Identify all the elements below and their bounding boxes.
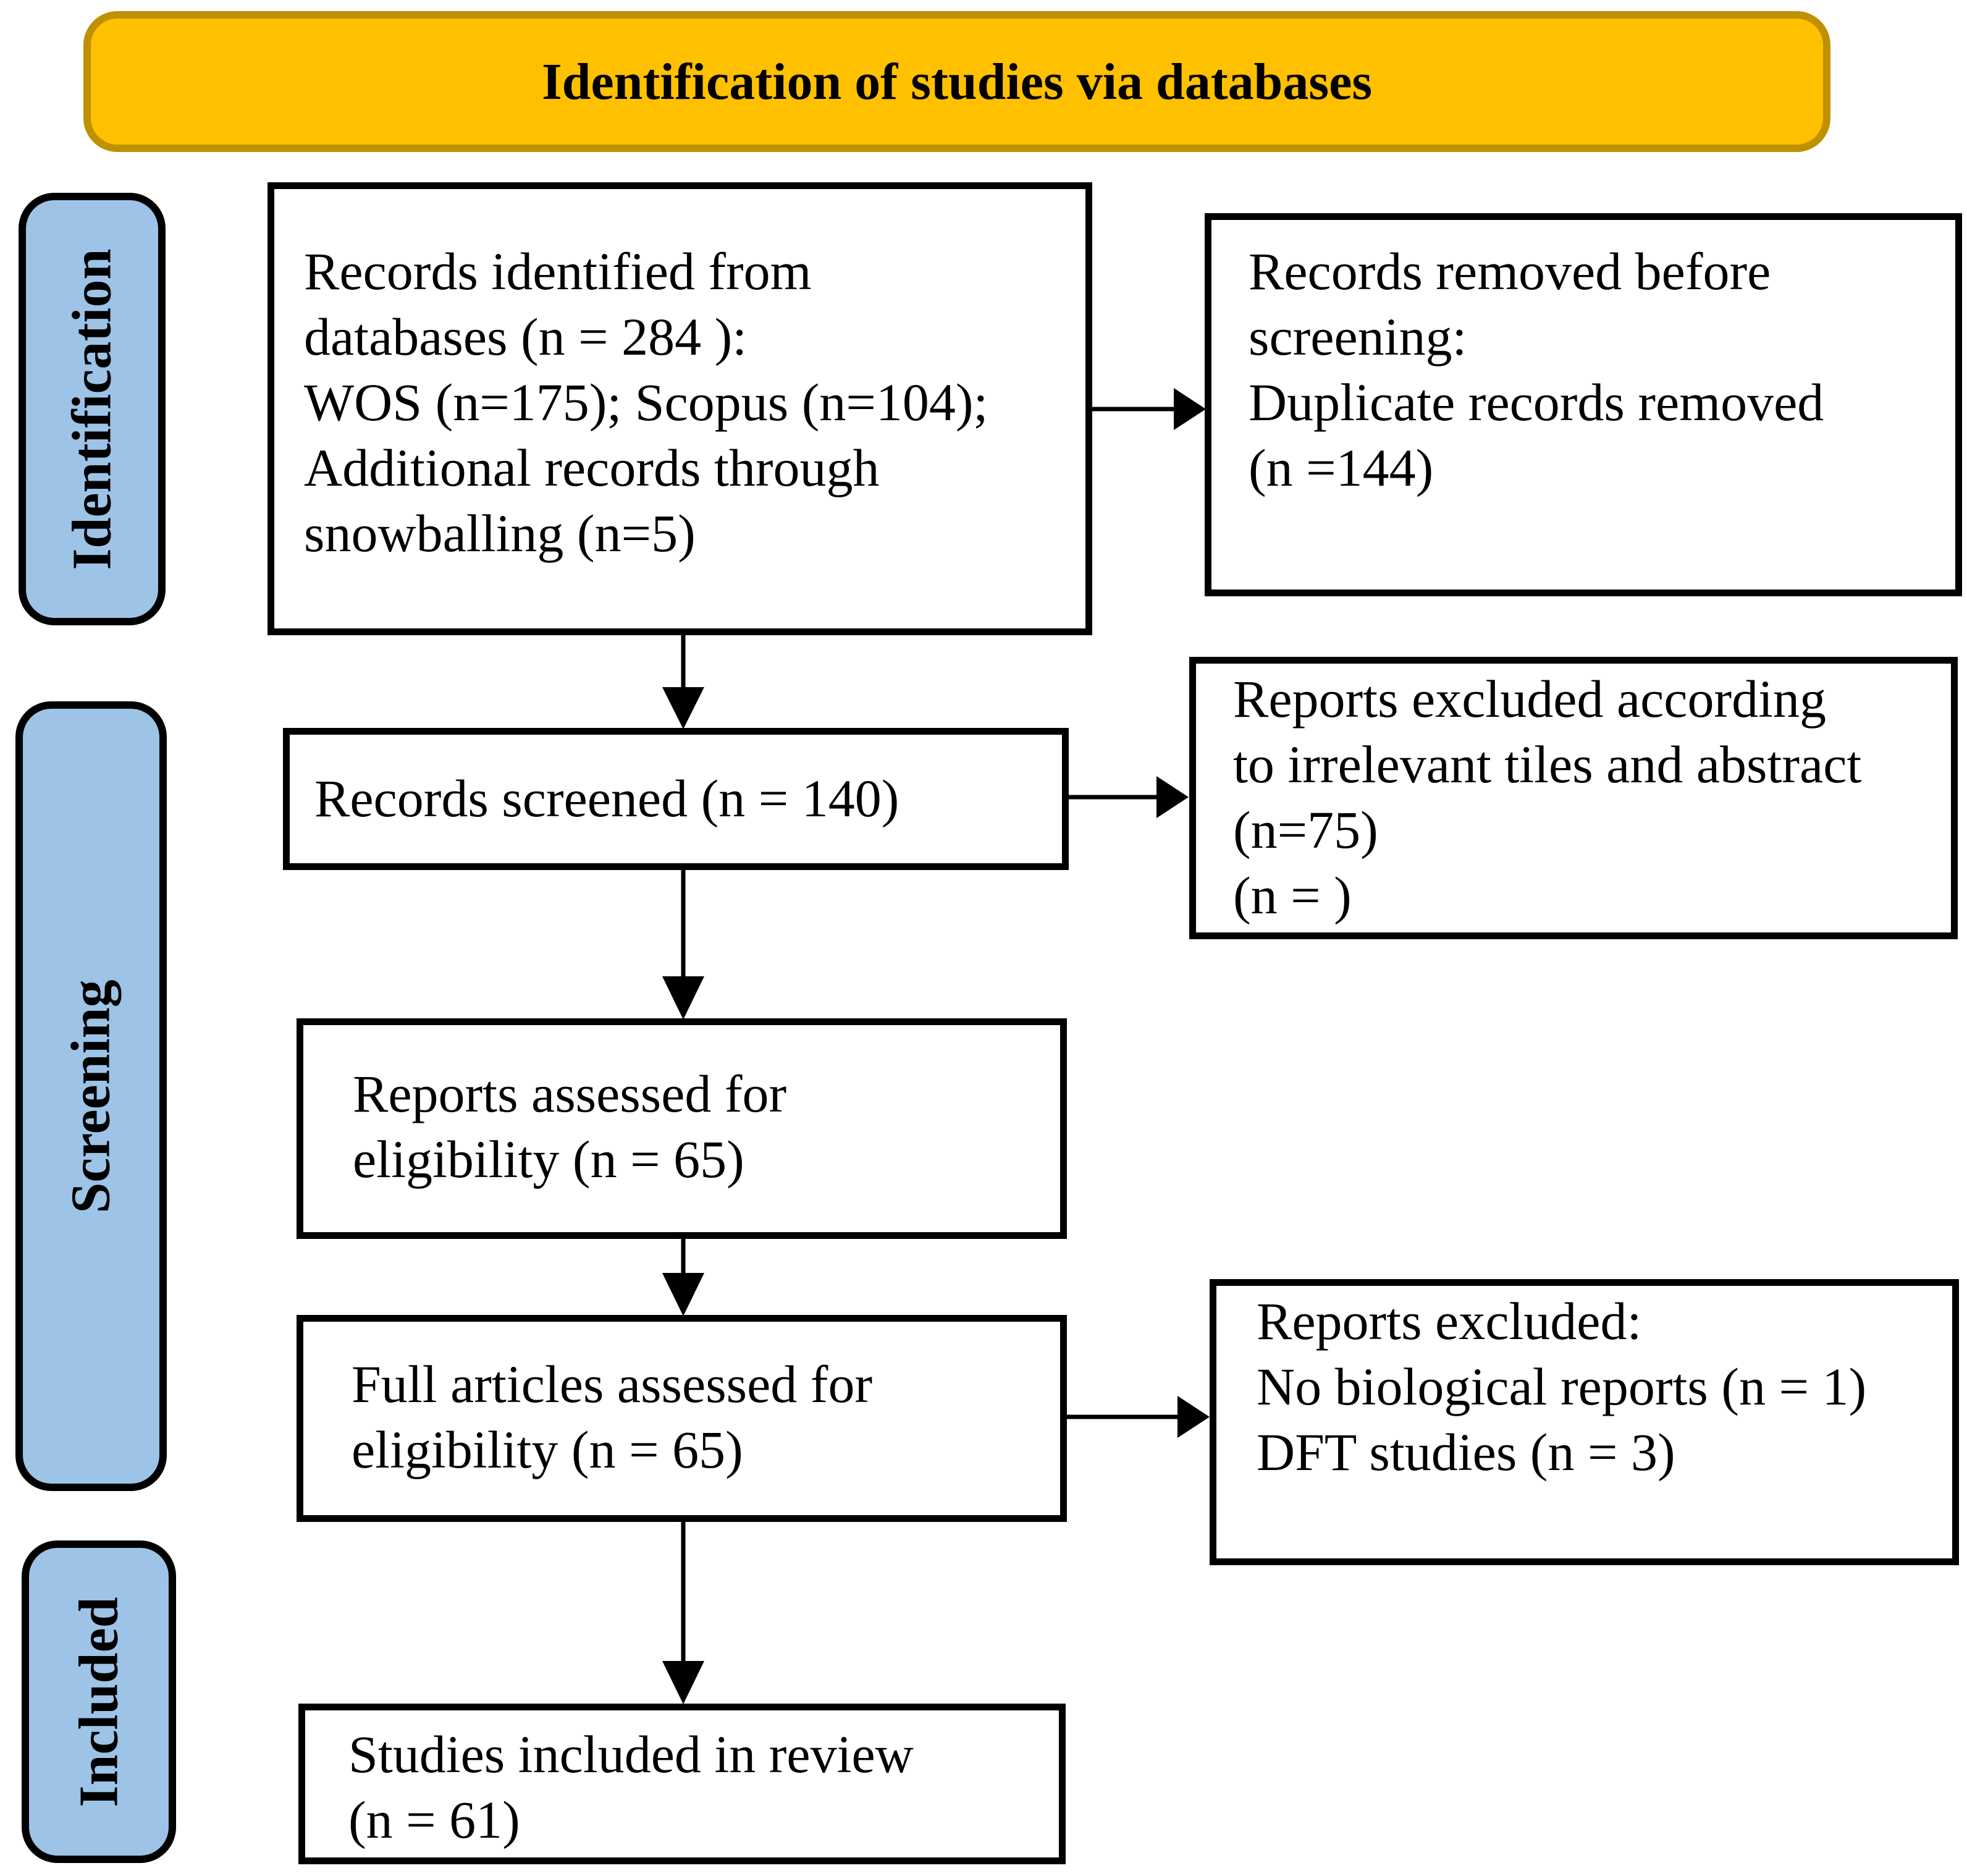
studies-included-line-1: Studies included in review: [348, 1725, 914, 1784]
records-identified-box: Records identified from databases (n = 2…: [267, 182, 1092, 635]
records-removed-line-3: Duplicate records removed: [1249, 373, 1824, 432]
records-screened-box: Records screened (n = 140): [283, 728, 1069, 870]
studies-included-box: Studies included in review (n = 61): [298, 1704, 1066, 1864]
stage-label-included-text: Included: [68, 1596, 130, 1807]
arrow-fullarticles-to-excluded: [1067, 1396, 1210, 1438]
reports-assessed-line-1: Reports assessed for: [353, 1064, 787, 1123]
records-identified-line-4: Additional records through: [304, 438, 880, 497]
studies-included-line-2: (n = 61): [348, 1790, 520, 1849]
stage-label-screening-text: Screening: [61, 979, 122, 1214]
banner-title-box: Identification of studies via databases: [83, 11, 1830, 152]
records-screened-line-1: Records screened (n = 140): [314, 769, 899, 828]
reports-excluded-final-box: Reports excluded: No biological reports …: [1210, 1279, 1959, 1565]
arrow-identified-to-screened: [662, 635, 704, 729]
full-articles-line-1: Full articles assessed for: [352, 1354, 873, 1414]
arrow-screened-to-excluded: [1069, 776, 1189, 818]
records-identified-line-2: databases (n = 284 ):: [304, 307, 748, 366]
reports-excluded-titles-line-3: (n=75): [1233, 800, 1378, 860]
full-articles-line-2: eligibility (n = 65): [352, 1420, 743, 1479]
stage-label-identification: Identification: [19, 193, 166, 625]
arrow-identified-to-removed: [1092, 388, 1206, 430]
reports-excluded-titles-line-1: Reports excluded according: [1233, 669, 1826, 729]
records-identified-line-1: Records identified from: [304, 242, 812, 301]
reports-excluded-titles-line-2: to irrelevant tiles and abstract: [1233, 735, 1862, 794]
records-removed-box: Records removed before screening: Duplic…: [1205, 213, 1962, 596]
reports-excluded-final-line-1: Reports excluded:: [1257, 1291, 1642, 1351]
arrow-screened-to-assessed: [662, 869, 704, 1020]
stage-label-included: Included: [22, 1540, 176, 1863]
reports-excluded-final-line-2: No biological reports (n = 1): [1257, 1357, 1867, 1416]
reports-assessed-line-2: eligibility (n = 65): [353, 1130, 744, 1189]
full-articles-assessed-box: Full articles assessed for eligibility (…: [297, 1315, 1067, 1522]
stage-label-identification-text: Identification: [61, 248, 123, 570]
reports-assessed-box: Reports assessed for eligibility (n = 65…: [297, 1018, 1067, 1239]
banner-title: Identification of studies via databases: [541, 53, 1373, 111]
records-identified-line-5: snowballing (n=5): [304, 504, 696, 563]
records-removed-line-2: screening:: [1249, 307, 1467, 366]
reports-excluded-final-line-3: DFT studies (n = 3): [1257, 1422, 1675, 1482]
stage-label-screening: Screening: [15, 701, 167, 1491]
reports-excluded-titles-box: Reports excluded according to irrelevant…: [1189, 657, 1958, 939]
arrow-fullarticles-to-included: [662, 1521, 704, 1704]
records-removed-line-4: (n =144): [1249, 438, 1434, 497]
reports-excluded-titles-line-4: (n = ): [1233, 866, 1352, 925]
records-removed-line-1: Records removed before: [1249, 242, 1771, 301]
records-identified-line-3: WOS (n=175); Scopus (n=104);: [304, 373, 988, 432]
arrow-assessed-to-fullarticles: [662, 1238, 704, 1316]
